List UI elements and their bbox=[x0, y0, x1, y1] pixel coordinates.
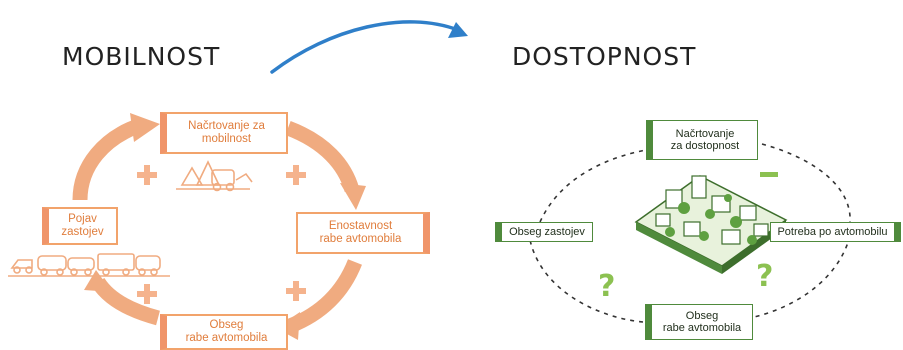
box-mobility-planning: Načrtovanje za mobilnost bbox=[160, 112, 288, 154]
box-accessibility-planning: Načrtovanje za dostopnost bbox=[646, 120, 758, 160]
question-mark-right: ? bbox=[756, 259, 773, 294]
box-car-use-volume-label: Obseg rabe avtomobila bbox=[185, 319, 268, 344]
box-car-ease-label: Enostavnost rabe avtomobila bbox=[319, 220, 402, 245]
box-car-need-label: Potreba po avtomobilu bbox=[777, 225, 888, 238]
box-accessibility-car-use-volume-label: Obseg rabe avtomobila bbox=[662, 309, 742, 335]
box-accessibility-car-use-volume: Obseg rabe avtomobila bbox=[645, 304, 753, 340]
box-congestion-occurrence-label: Pojav zastojev bbox=[61, 213, 104, 238]
question-mark-left: ? bbox=[598, 269, 615, 304]
accessibility-cycle: ? ? bbox=[529, 143, 851, 323]
box-congestion-occurrence: Pojav zastojev bbox=[42, 207, 118, 245]
box-car-need: Potreba po avtomobilu bbox=[770, 222, 901, 242]
minus-sign bbox=[760, 172, 778, 177]
box-accessibility-planning-label: Načrtovanje za dostopnost bbox=[670, 127, 740, 153]
box-congestion-volume: Obseg zastojev bbox=[495, 222, 593, 242]
title-mobility: MOBILNOST bbox=[62, 42, 221, 71]
construction-sketch bbox=[176, 160, 253, 192]
box-congestion-volume-label: Obseg zastojev bbox=[509, 225, 585, 238]
mobility-cycle-arrows bbox=[8, 113, 366, 340]
traffic-sketch bbox=[8, 253, 170, 277]
box-car-use-volume: Obseg rabe avtomobila bbox=[160, 314, 288, 350]
title-accessibility: DOSTOPNOST bbox=[512, 42, 697, 71]
box-mobility-planning-label: Načrtovanje za mobilnost bbox=[188, 120, 265, 145]
box-car-ease: Enostavnost rabe avtomobila bbox=[296, 212, 430, 254]
plus-signs bbox=[137, 165, 306, 304]
city-block-illustration bbox=[634, 175, 788, 274]
